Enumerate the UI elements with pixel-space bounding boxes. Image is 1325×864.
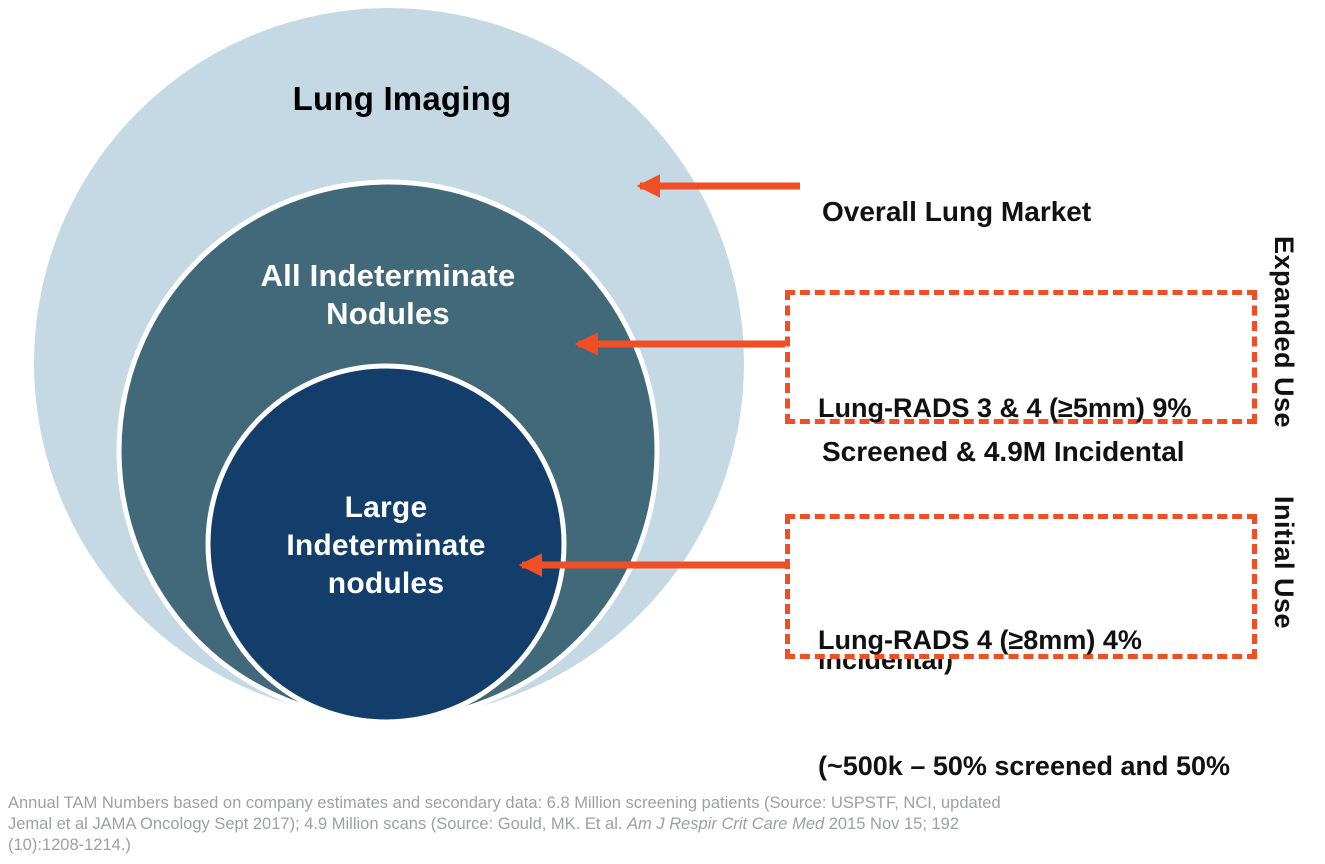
inner-circle-label-line: nodules — [327, 567, 445, 600]
footnote-line2-journal: Am J Respir Crit Care Med — [627, 815, 825, 833]
annotation-line: (~500k – 50% screened and 50% — [818, 751, 1231, 781]
expanded-use-side-label: Expanded Use — [1269, 236, 1299, 429]
footnote-line1: Annual TAM Numbers based on company esti… — [8, 794, 1001, 812]
initial-use-side-label: Initial Use — [1269, 496, 1299, 630]
inner-circle-label: Large Indeterminate nodules — [186, 489, 586, 603]
inner-circle-label-line: Large — [344, 491, 428, 524]
annotation-line: Overall Lung Market — [822, 196, 1092, 227]
footnote-line3: (10):1208-1214.) — [8, 836, 131, 854]
venn-diagram — [34, 8, 800, 725]
outer-circle-label: Lung Imaging — [292, 80, 512, 117]
annotation-line: Screened & 4.9M Incidental — [822, 436, 1185, 467]
annotation-line: Lung-RADS 3 & 4 (≥5mm) 9% — [818, 393, 1192, 423]
middle-circle-label-line: Nodules — [326, 296, 450, 331]
initial-use-annotation: Lung-RADS 4 (≥8mm) 4% (~500k – 50% scree… — [818, 535, 1252, 864]
expanded-use-box: Lung-RADS 3 & 4 (≥5mm) 9% (~1.1M -- 60% … — [785, 290, 1257, 675]
footnote-line2-post: 2015 Nov 15; 192 — [824, 815, 960, 833]
annotation-line: Lung-RADS 4 (≥8mm) 4% — [818, 625, 1142, 655]
footnote: Annual TAM Numbers based on company esti… — [8, 793, 1068, 856]
footnote-line2-pre: Jemal et al JAMA Oncology Sept 2017); 4.… — [8, 815, 628, 833]
inner-circle-label-line: Indeterminate — [286, 529, 486, 562]
initial-use-box: Lung-RADS 4 (≥8mm) 4% (~500k – 50% scree… — [785, 514, 1257, 781]
footnote-line2: Jemal et al JAMA Oncology Sept 2017); 4.… — [8, 814, 1068, 835]
middle-circle-label-line: All Indeterminate — [260, 258, 516, 293]
inner-circle — [205, 363, 567, 725]
middle-circle-label: All Indeterminate Nodules — [188, 257, 588, 333]
